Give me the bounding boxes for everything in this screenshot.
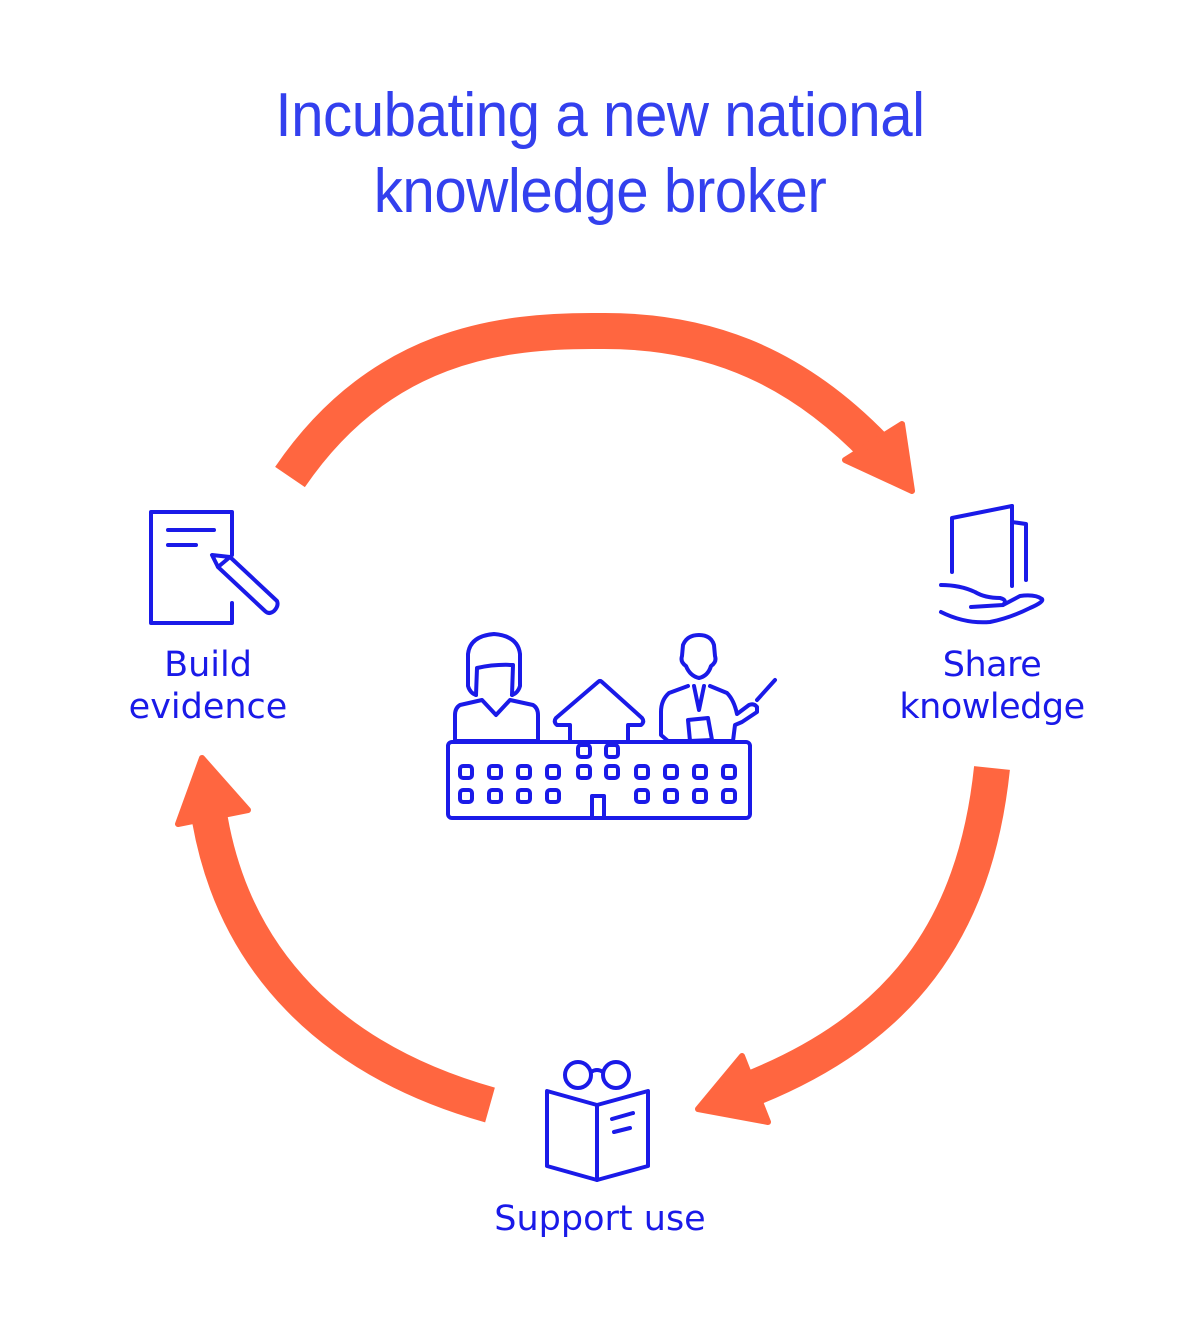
stage-label-support-use: Support use [440, 1198, 760, 1240]
stage-label-line-1: Support use [494, 1199, 706, 1239]
arrow-support-to-build [175, 755, 495, 1123]
man-teacher-icon [659, 633, 777, 743]
page-title: Incubating a new national knowledge brok… [36, 78, 1164, 230]
cycle-arrows [175, 312, 1010, 1125]
arrow-build-to-share [275, 312, 915, 494]
document-pencil-icon [149, 510, 280, 625]
reading-glasses-book-icon [545, 1060, 650, 1182]
arrow-share-to-support [695, 766, 1010, 1125]
stage-label-line-2: evidence [128, 687, 288, 727]
stage-label-build-evidence: Build evidence [88, 644, 328, 728]
stage-label-share-knowledge: Share knowledge [872, 644, 1112, 728]
stage-label-line-2: knowledge [899, 687, 1085, 727]
school-with-teachers-icon [446, 632, 777, 820]
title-line-2: knowledge broker [373, 157, 827, 226]
stage-label-line-1: Share [942, 645, 1042, 685]
stage-label-line-1: Build [164, 645, 252, 685]
title-line-1: Incubating a new national [275, 81, 925, 150]
school-building-icon [446, 679, 752, 820]
woman-teacher-icon [453, 632, 540, 743]
hand-holding-book-icon [939, 504, 1045, 625]
